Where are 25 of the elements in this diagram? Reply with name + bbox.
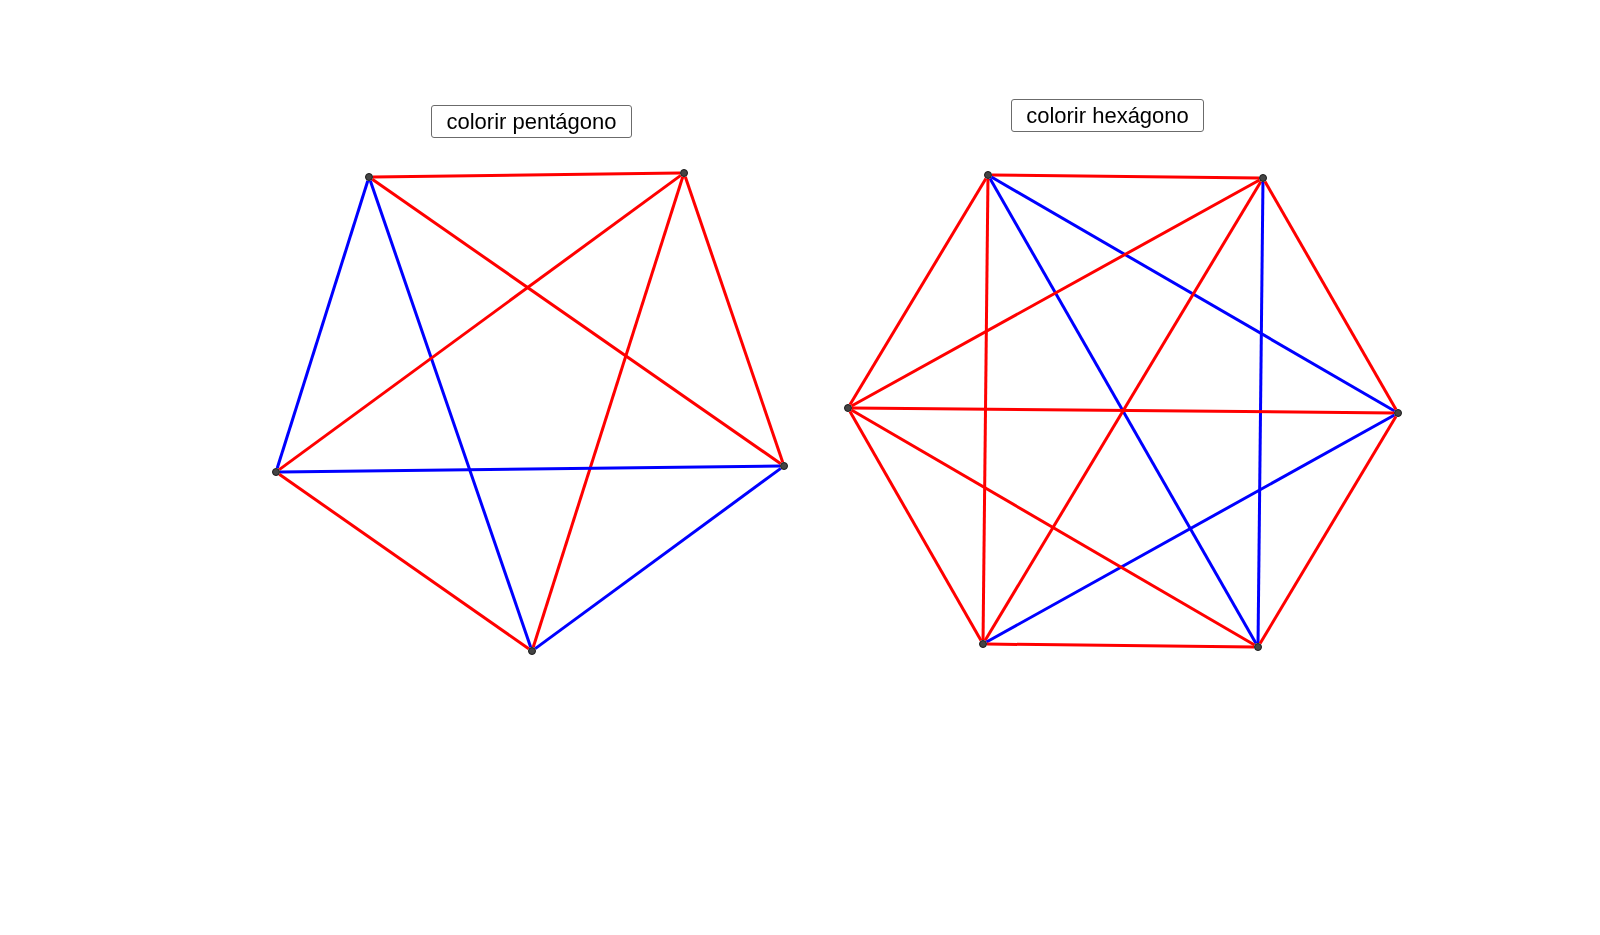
graph-edge: [534, 467, 782, 650]
graph-edge: [371, 178, 782, 465]
graph-edge: [990, 175, 1396, 413]
graph-edge: [280, 464, 780, 474]
graph-edge: [368, 180, 533, 648]
graph-edge: [850, 408, 1256, 647]
graph-edge: [848, 177, 988, 406]
graph-edge: [991, 173, 1260, 180]
graph-edge: [275, 180, 370, 469]
color-button: colorir pentágono: [431, 105, 632, 138]
graph-edge: [1263, 180, 1398, 411]
graph-edge: [278, 174, 682, 471]
graph-edge: [373, 171, 680, 179]
graph-edge: [1258, 415, 1398, 645]
graph-edge: [985, 413, 1396, 644]
graph-edge: [852, 406, 1394, 415]
graph-edge: [986, 642, 1255, 649]
graph-edge: [531, 176, 685, 648]
graph-edge: [850, 178, 1261, 408]
graph-edge: [278, 473, 530, 650]
graph-edge: [1256, 182, 1265, 643]
graph-edge: [981, 179, 990, 640]
graph-edge: [683, 176, 785, 463]
color-button: colorir hexágono: [1011, 99, 1204, 132]
graph-edge: [848, 410, 983, 642]
